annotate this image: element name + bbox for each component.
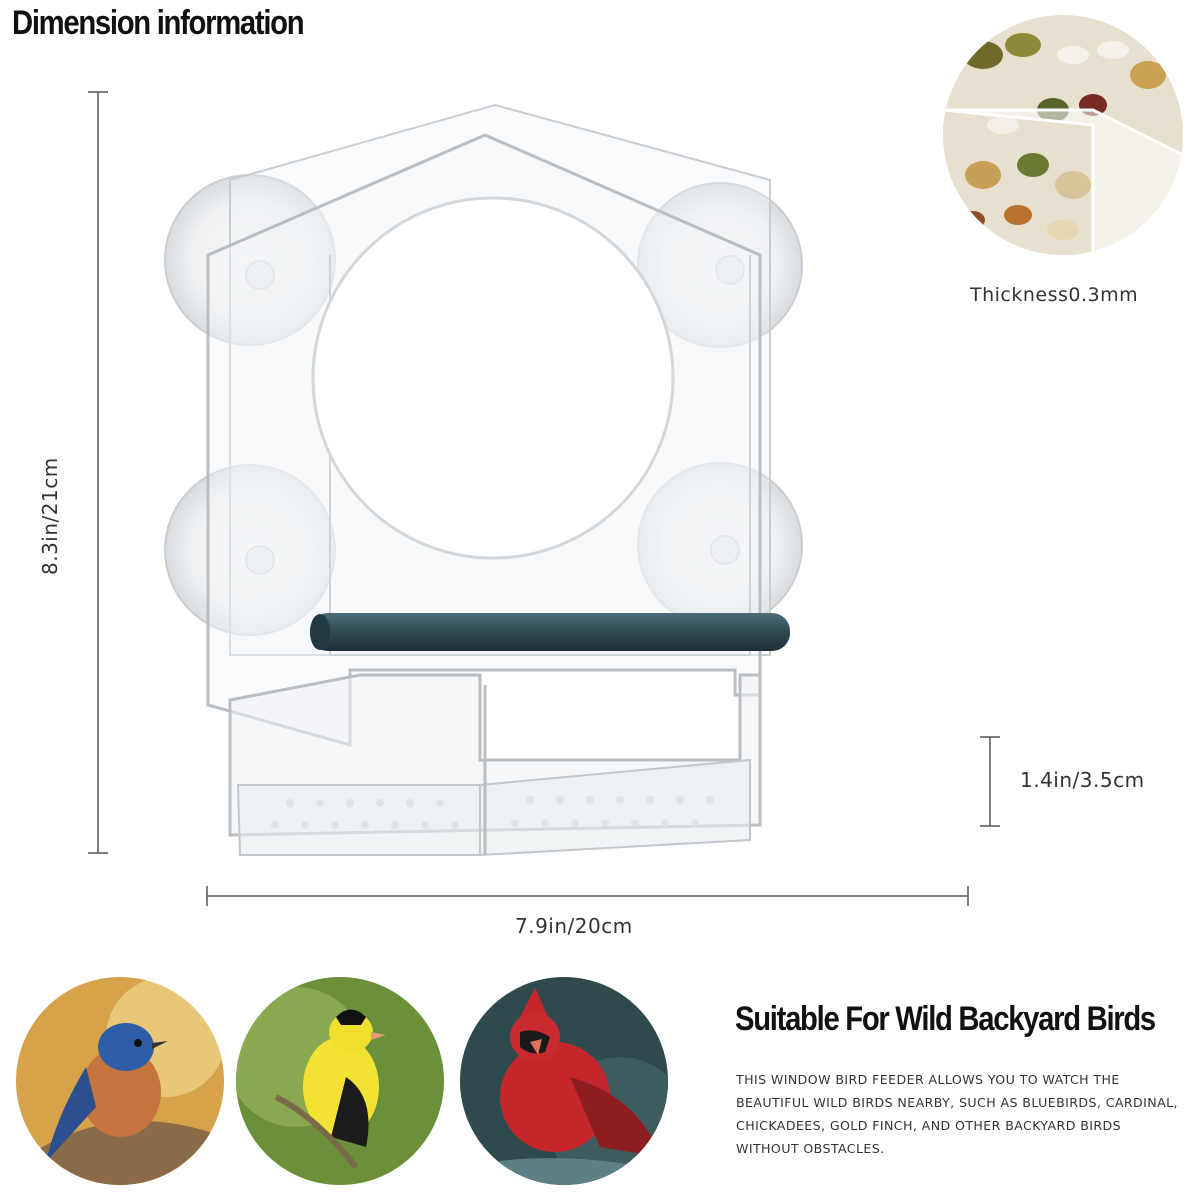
round-opening [311, 196, 675, 560]
goldfinch-photo [236, 977, 444, 1185]
cardinal-photo [460, 977, 668, 1185]
seed-closeup-photo [943, 15, 1183, 255]
bluebird-photo [16, 977, 224, 1185]
height-label: 8.3in/21cm [38, 457, 62, 575]
depth-label: 1.4in/3.5cm [1020, 768, 1145, 792]
perch [310, 613, 790, 651]
width-label: 7.9in/20cm [515, 914, 633, 938]
thickness-label: Thickness0.3mm [970, 284, 1139, 306]
headline: Suitable For Wild Backyard Birds [735, 1000, 1156, 1038]
bird-feeder-illustration [164, 103, 803, 857]
page-title: Dimension information [12, 4, 305, 42]
description-text: THIS WINDOW BIRD FEEDER ALLOWS YOU TO WA… [736, 1072, 1178, 1156]
